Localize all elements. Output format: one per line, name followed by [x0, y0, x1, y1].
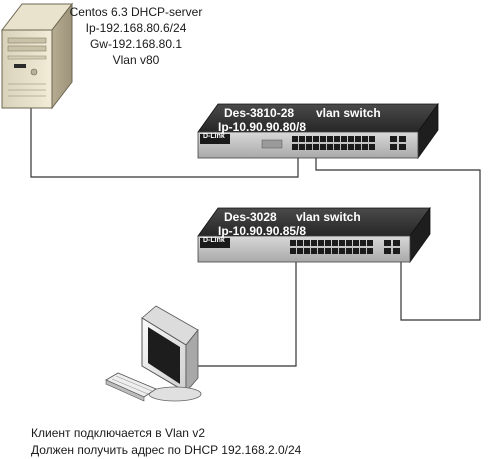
- server-vlan-label: Vlan v80: [112, 53, 160, 67]
- switch1-role-label: vlan switch: [316, 106, 381, 120]
- switch2-ip-label: Ip-10.90.90.85/8: [218, 224, 307, 238]
- client-dhcp-label: Должен получить адрес по DHCP 192.168.2.…: [31, 443, 302, 457]
- switch2-brand-logo: D-Link: [203, 237, 225, 244]
- switch1-ports: [292, 136, 406, 150]
- switch2-role-label: vlan switch: [296, 210, 361, 224]
- server-info: Centos 6.3 DHCP-server Ip-192.168.80.6/2…: [66, 4, 206, 68]
- client-vlan-label: Клиент подключается в Vlan v2: [31, 426, 205, 440]
- switch1-brand-logo: D-Link: [203, 133, 225, 140]
- switch2-device: [197, 206, 431, 264]
- switch1-model-label: Des-3810-28: [224, 106, 295, 120]
- server-tower: [0, 2, 74, 110]
- client-computer: [105, 305, 202, 402]
- switch2-model-label: Des-3028: [224, 210, 277, 224]
- server-ip-label: Ip-192.168.80.6/24: [85, 21, 187, 35]
- server-gateway-label: Gw-192.168.80.1: [89, 37, 183, 51]
- cables: [30, 107, 481, 367]
- cable-switch1-switch2: [315, 158, 481, 321]
- switch2-ports: [290, 240, 400, 254]
- cable-server-switch1: [30, 107, 299, 178]
- client-info: Клиент подключается в Vlan v2 Должен пол…: [31, 425, 301, 459]
- switch1-ip-label: Ip-10.90.90.80/8: [218, 120, 307, 134]
- cable-switch2-client: [198, 262, 297, 367]
- server-os-label: Centos 6.3 DHCP-server: [69, 5, 203, 19]
- switch1-device: [197, 102, 439, 160]
